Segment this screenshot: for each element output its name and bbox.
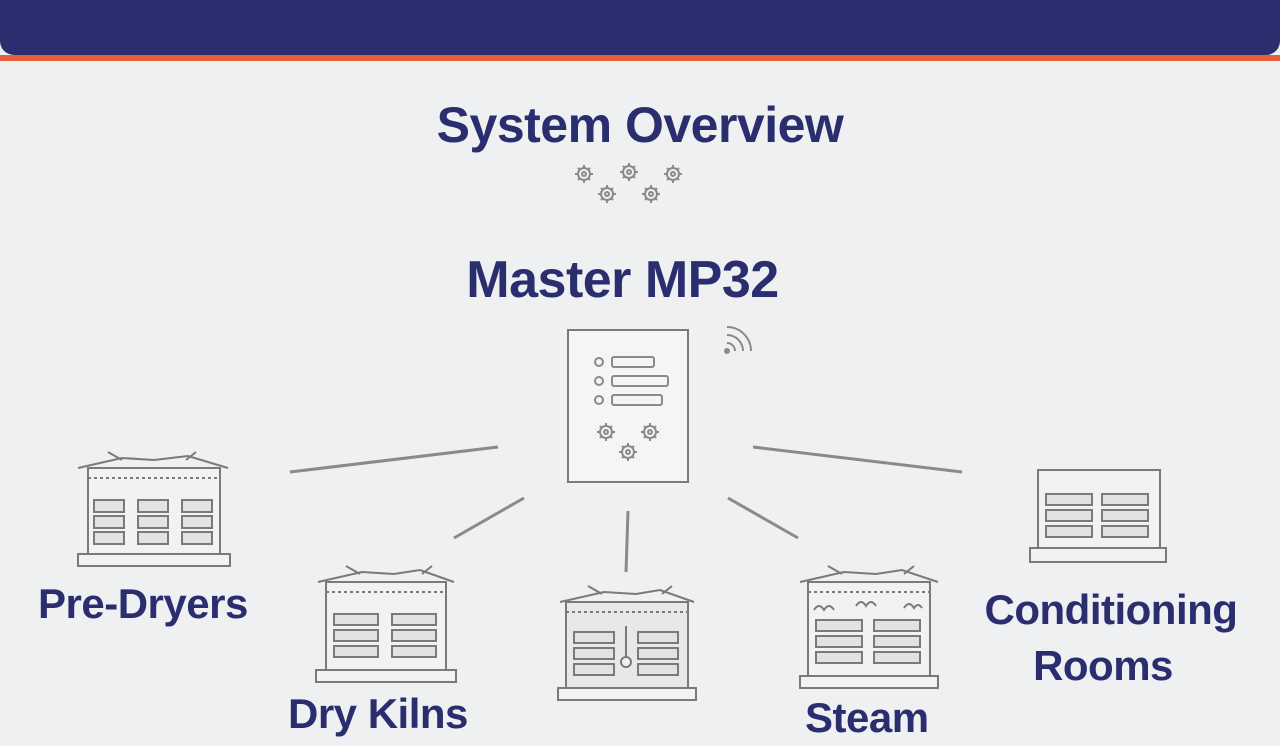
connector-conditioning [752,445,963,474]
node-label-conditioning-line1: Conditioning [984,586,1238,633]
wifi-signal-icon [724,326,752,354]
connector-center-kiln [624,510,630,573]
connector-steam [727,496,799,540]
connector-lines [289,445,963,573]
conditioning-rooms-building-icon [1029,469,1167,563]
connector-dry-kilns [453,496,525,540]
gear-icon [575,165,593,183]
master-label: Master MP32 [466,251,779,309]
diagram-layer [77,326,1167,701]
node-label-dry-kilns: Dry Kilns [288,690,468,737]
node-label-steam: Steam [805,694,929,741]
steam-building-icon [799,565,939,689]
master-controller-icon [567,329,689,483]
header-accent-stripe [0,55,1280,61]
gear-icon [620,163,638,181]
node-label-pre-dryers: Pre-Dryers [38,580,248,627]
page-title: System Overview [436,97,844,153]
gear-icon [598,185,616,203]
header-bar [0,0,1280,55]
gear-icon [642,185,660,203]
center-kiln-building-icon [557,585,697,701]
gear-icon [664,165,682,183]
dry-kilns-building-icon [315,565,457,683]
node-label-conditioning-line2: Rooms [1033,642,1173,689]
connector-pre-dryers [289,445,499,474]
pre-dryers-building-icon [77,451,231,567]
gears-icon [575,163,682,203]
